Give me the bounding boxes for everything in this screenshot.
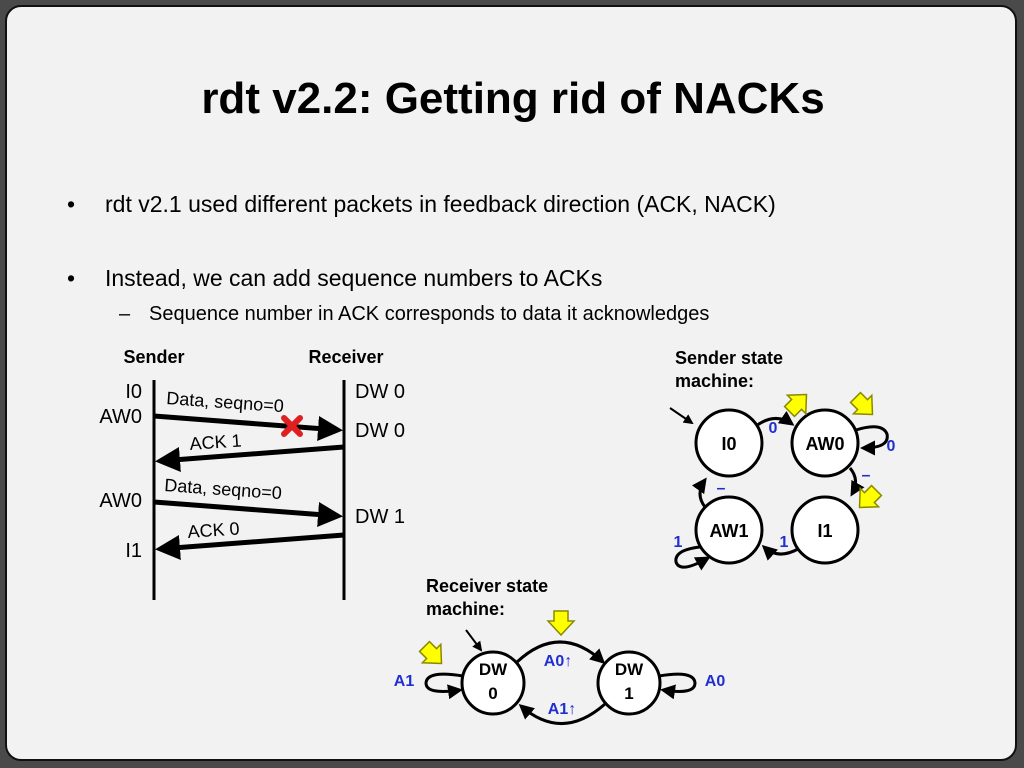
bullet-2-text: Instead, we can add sequence numbers to … — [105, 265, 603, 291]
state-node — [694, 408, 764, 478]
state-label: AW1 — [709, 521, 748, 541]
receiver-state-machine: Receiver state machine: DW 0 DW 1 A0↑ A1… — [394, 576, 726, 725]
receiver-label: Receiver — [308, 347, 383, 367]
message-label: ACK 0 — [187, 518, 240, 542]
state-label: 0 — [488, 684, 497, 703]
diagram: Sender Receiver I0 AW0 AW0 I1 DW 0 DW 0 … — [99, 347, 896, 725]
sub-bullet-marker: – — [119, 303, 131, 325]
message-label: Data, seqno=0 — [164, 475, 283, 503]
transition-label: A0 — [705, 673, 726, 690]
current-state-marker-icon — [547, 610, 575, 636]
state-node — [694, 495, 764, 565]
ack-message-arrow — [155, 444, 345, 472]
receiver-fsm-title: Receiver state — [426, 576, 548, 596]
state-node — [460, 650, 526, 716]
self-loop-arrow — [674, 545, 711, 571]
bullet-marker: • — [67, 265, 76, 291]
transition-arrow — [518, 702, 606, 725]
sender-label: Sender — [123, 347, 184, 367]
sender-fsm-title: machine: — [675, 371, 754, 391]
current-state-marker-icon — [414, 636, 452, 674]
state-label: I0 — [721, 434, 736, 454]
sender-state-machine: Sender state machine: I0 AW0 AW1 I1 0 0 … — [669, 348, 896, 571]
transition-label: – — [717, 480, 726, 497]
bullet-2: • Instead, we can add sequence numbers t… — [67, 265, 603, 292]
transition-label: 0 — [887, 438, 896, 455]
sender-state-label: I1 — [125, 540, 142, 562]
transition-arrow — [515, 640, 606, 665]
self-loop-arrow — [658, 672, 697, 700]
self-loop-arrow — [855, 425, 889, 456]
state-label: AW0 — [805, 434, 844, 454]
sender-state-label: I0 — [125, 381, 142, 403]
sender-state-label: AW0 — [99, 490, 142, 512]
receiver-state-label: DW 0 — [355, 381, 405, 403]
current-state-marker-icon — [845, 387, 883, 425]
sender-state-label: AW0 — [99, 406, 142, 428]
state-label: 1 — [624, 684, 633, 703]
data-message-arrow — [153, 499, 343, 527]
sub-bullet-1: – Sequence number in ACK corresponds to … — [119, 303, 710, 326]
state-node — [790, 495, 860, 565]
red-x-icon — [281, 415, 303, 437]
transition-arrow — [848, 467, 865, 497]
timeline: Sender Receiver I0 AW0 AW0 I1 DW 0 DW 0 … — [99, 347, 405, 600]
receiver-state-label: DW 1 — [355, 506, 405, 528]
sub-bullet-1-text: Sequence number in ACK corresponds to da… — [149, 303, 710, 325]
transition-arrow — [691, 477, 707, 508]
bullet-1: • rdt v2.1 used different packets in fee… — [67, 191, 776, 218]
bullet-marker: • — [67, 191, 76, 217]
state-label: DW — [615, 660, 644, 679]
transition-label: A1 — [394, 673, 415, 690]
transition-label: 1 — [780, 534, 789, 551]
self-loop-arrow — [424, 672, 464, 700]
receiver-fsm-title: machine: — [426, 599, 505, 619]
transition-label: A1↑ — [548, 701, 576, 718]
bullet-1-text: rdt v2.1 used different packets in feedb… — [105, 191, 776, 217]
transition-label: 1 — [674, 534, 683, 551]
state-node — [596, 650, 662, 716]
initial-state-arrow — [465, 629, 483, 652]
data-message-arrow — [153, 413, 343, 441]
sender-fsm-title: Sender state — [675, 348, 783, 368]
ack-message-arrow — [155, 532, 345, 560]
message-label: Data, seqno=0 — [166, 388, 285, 416]
message-label: ACK 1 — [189, 430, 242, 454]
receiver-state-label: DW 0 — [355, 420, 405, 442]
slide-title: rdt v2.2: Getting rid of NACKs — [201, 74, 825, 123]
transition-arrow — [755, 410, 795, 428]
transition-arrow — [761, 544, 799, 561]
state-node — [790, 408, 860, 478]
transition-label: 0 — [769, 420, 778, 437]
slide: rdt v2.2: Getting rid of NACKs • rdt v2.… — [5, 5, 1017, 761]
transition-label: A0↑ — [544, 653, 572, 670]
state-label: I1 — [817, 521, 832, 541]
initial-state-arrow — [669, 407, 694, 425]
state-label: DW — [479, 660, 508, 679]
transition-label: – — [862, 467, 871, 484]
